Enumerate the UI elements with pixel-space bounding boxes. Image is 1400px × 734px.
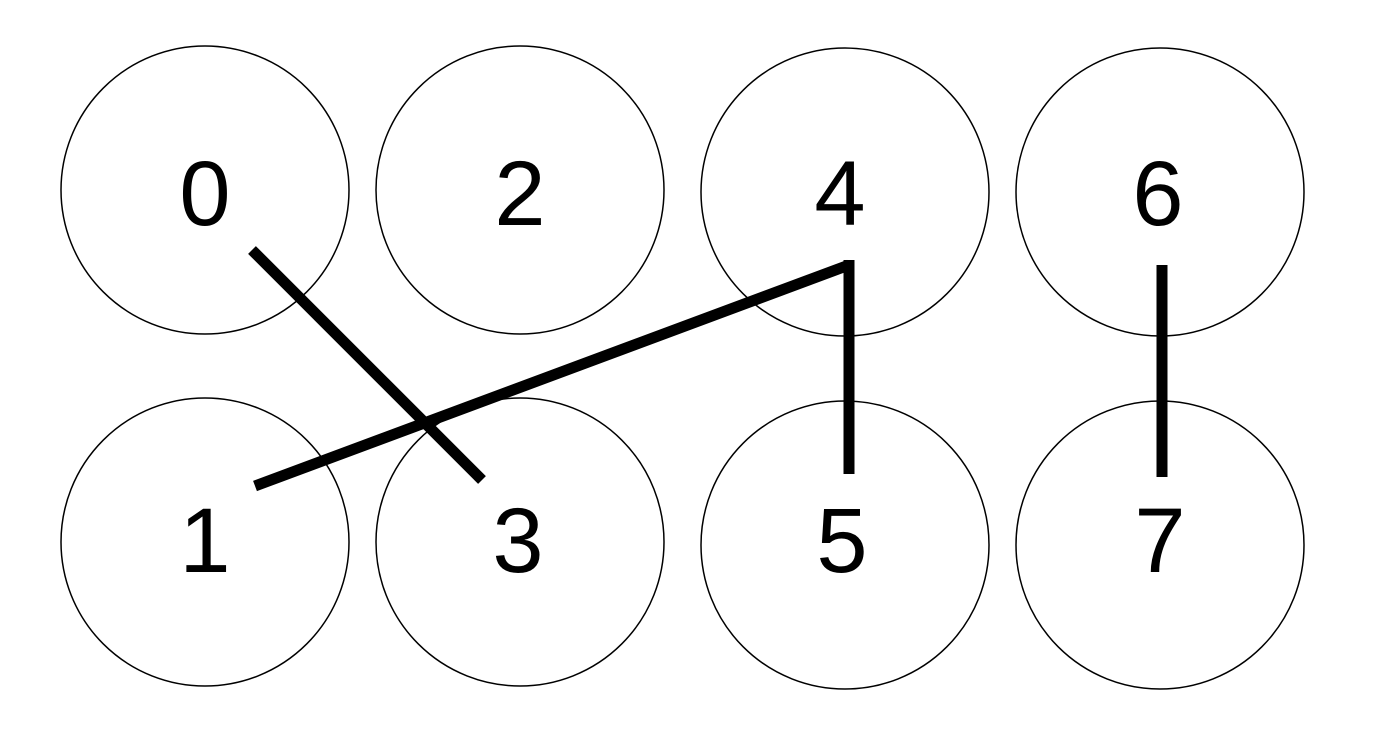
node-6-label: 6: [1132, 143, 1183, 245]
node-4-label: 4: [814, 143, 865, 245]
node-5-label: 5: [816, 490, 867, 592]
edge-0-3: [248, 246, 486, 484]
node-5: 5: [700, 400, 990, 690]
node-3: 3: [375, 397, 665, 687]
node-2-label: 2: [494, 143, 545, 245]
node-0: 0: [60, 45, 350, 335]
node-2-circle: [375, 45, 665, 335]
node-3-circle: [375, 397, 665, 687]
node-6: 6: [1015, 47, 1305, 337]
node-3-label: 3: [492, 490, 543, 592]
node-7-label: 7: [1134, 490, 1185, 592]
node-2: 2: [375, 45, 665, 335]
node-1-label: 1: [179, 490, 230, 592]
node-0-circle: [60, 45, 350, 335]
node-4: 4: [700, 47, 990, 337]
node-1: 1: [60, 397, 350, 687]
node-0-label: 0: [179, 143, 230, 245]
node-1-circle: [60, 397, 350, 687]
edge-1-4: [253, 259, 851, 492]
